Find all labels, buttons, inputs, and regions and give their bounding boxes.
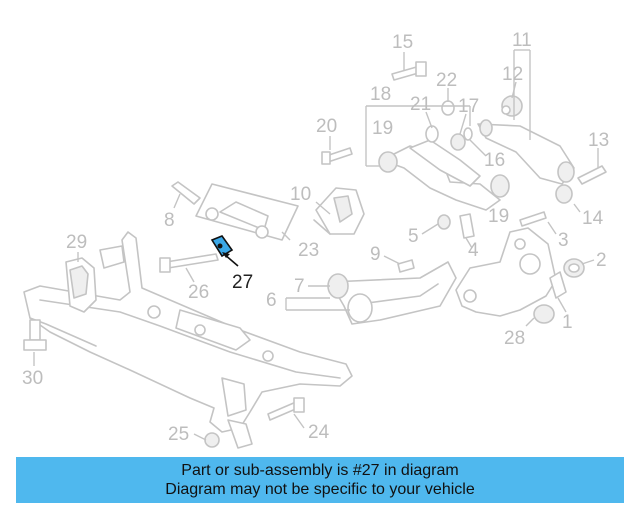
label-9: 9	[370, 244, 381, 265]
callout-labels: 1 2 3 4 5 6 7 8 9 10 11 12 13 14 15 16 1…	[22, 30, 609, 445]
label-19-lower: 19	[488, 206, 509, 227]
label-14: 14	[582, 208, 604, 229]
label-13: 13	[588, 130, 609, 151]
label-19-upper: 19	[372, 118, 393, 139]
label-20: 20	[316, 116, 337, 137]
label-10: 10	[290, 184, 311, 205]
label-28: 28	[504, 328, 525, 349]
part-23-box	[195, 183, 299, 241]
label-2: 2	[596, 250, 607, 271]
label-4: 4	[468, 240, 479, 261]
upper-arm-11	[477, 119, 575, 185]
label-25: 25	[168, 424, 189, 445]
part-10	[313, 187, 365, 235]
label-3: 3	[558, 230, 569, 251]
bushing-12	[501, 95, 523, 117]
small-hardware	[204, 61, 607, 448]
bushing-14	[555, 184, 573, 204]
knuckle-1	[455, 227, 567, 317]
bushing-2	[563, 258, 585, 278]
label-12: 12	[502, 64, 523, 85]
label-11: 11	[512, 30, 532, 51]
label-16: 16	[484, 150, 505, 171]
label-17: 17	[458, 96, 479, 117]
label-5: 5	[408, 226, 419, 247]
part-27-highlight[interactable]	[210, 235, 234, 258]
bushing-28	[533, 304, 555, 324]
label-1: 1	[562, 312, 573, 333]
label-22: 22	[436, 70, 457, 91]
banner-line-1: Part or sub-assembly is #27 in diagram	[181, 462, 459, 479]
label-29: 29	[66, 232, 87, 253]
upper-arm-18	[378, 145, 510, 211]
label-26: 26	[188, 282, 209, 303]
banner-line-2: Diagram may not be specific to your vehi…	[165, 481, 475, 498]
label-6: 6	[266, 290, 277, 311]
label-7: 7	[294, 276, 305, 297]
bolt-26	[159, 253, 219, 273]
label-24: 24	[308, 422, 330, 443]
label-8: 8	[164, 210, 175, 231]
label-18: 18	[370, 84, 391, 105]
subframe	[23, 231, 353, 449]
label-23: 23	[298, 240, 319, 261]
lower-arm	[327, 261, 457, 325]
leader-lines	[33, 49, 599, 441]
label-30: 30	[22, 368, 43, 389]
label-27-highlight[interactable]: 27	[232, 272, 253, 293]
bolt-30	[23, 319, 47, 351]
info-banner: Part or sub-assembly is #27 in diagram D…	[16, 457, 624, 503]
label-21: 21	[410, 94, 431, 115]
part-8	[171, 181, 201, 205]
label-15: 15	[392, 32, 413, 53]
